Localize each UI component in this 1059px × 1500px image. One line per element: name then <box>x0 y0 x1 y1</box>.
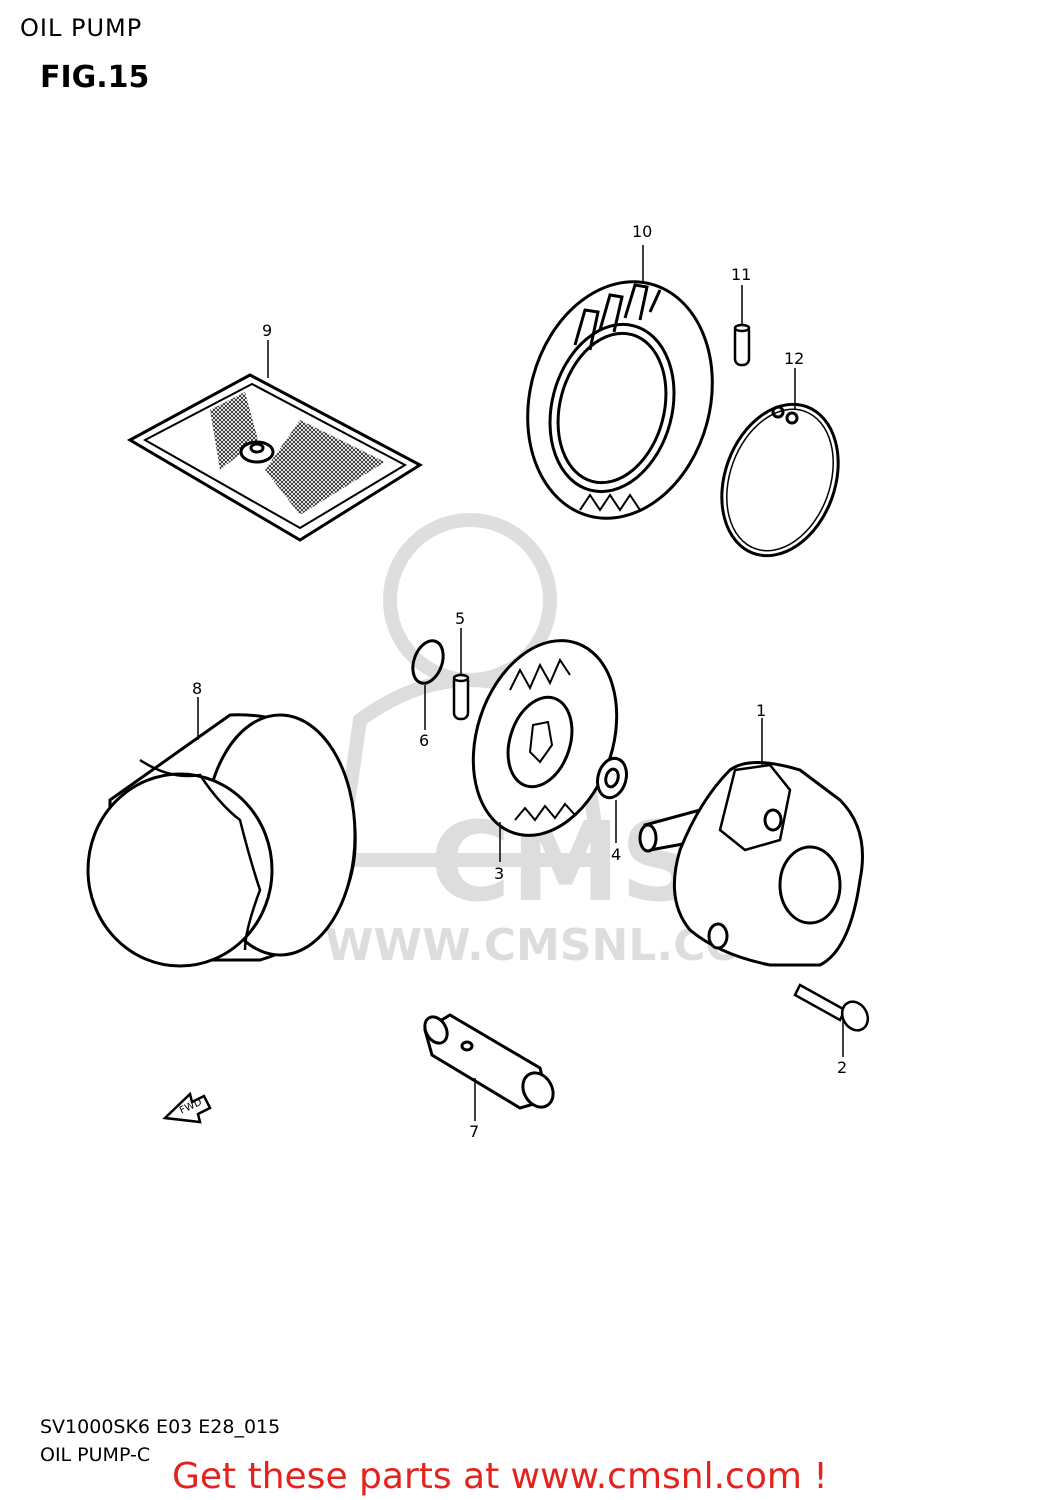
callout-8: 8 <box>192 679 202 698</box>
callout-11: 11 <box>731 265 751 284</box>
circlip-6 <box>411 639 445 685</box>
oil-strainer <box>126 373 424 542</box>
washer-4 <box>596 756 628 800</box>
parts-diagram: CMS WWW.CMSNL.CO <box>86 222 870 1141</box>
leader-lines <box>197 245 844 1121</box>
oil-filter-union-bolt <box>423 1013 555 1110</box>
callout-1: 1 <box>756 701 766 720</box>
forward-arrow-icon: FWD <box>162 1091 212 1124</box>
watermark-text: WWW.CMSNL.CO <box>325 920 743 971</box>
callout-6: 6 <box>419 731 429 750</box>
figure-title: FIG.15 <box>40 60 150 95</box>
circlip-12 <box>720 402 840 558</box>
callout-labels: 1 2 3 4 5 6 7 8 9 10 11 12 <box>192 222 847 1141</box>
section-title: OIL PUMP <box>20 14 143 42</box>
callout-10: 10 <box>632 222 652 241</box>
pin-11 <box>733 323 751 367</box>
promo-link[interactable]: Get these parts at www.cmsnl.com ! <box>172 1456 828 1497</box>
callout-4: 4 <box>611 845 621 864</box>
callout-5: 5 <box>455 609 465 628</box>
diagram-code: SV1000SK6 E03 E28_015 <box>40 1416 281 1438</box>
oil-filter <box>86 713 357 968</box>
pin-5 <box>452 673 470 721</box>
bolt-2 <box>793 983 870 1032</box>
callout-3: 3 <box>494 864 504 883</box>
oil-pump-driven-gear <box>526 280 714 520</box>
oil-pump-assembly <box>638 761 864 967</box>
callout-7: 7 <box>469 1122 479 1141</box>
callout-2: 2 <box>837 1058 847 1077</box>
callout-9: 9 <box>262 321 272 340</box>
diagram-subtitle: OIL PUMP-C <box>40 1444 151 1466</box>
callout-12: 12 <box>784 349 804 368</box>
